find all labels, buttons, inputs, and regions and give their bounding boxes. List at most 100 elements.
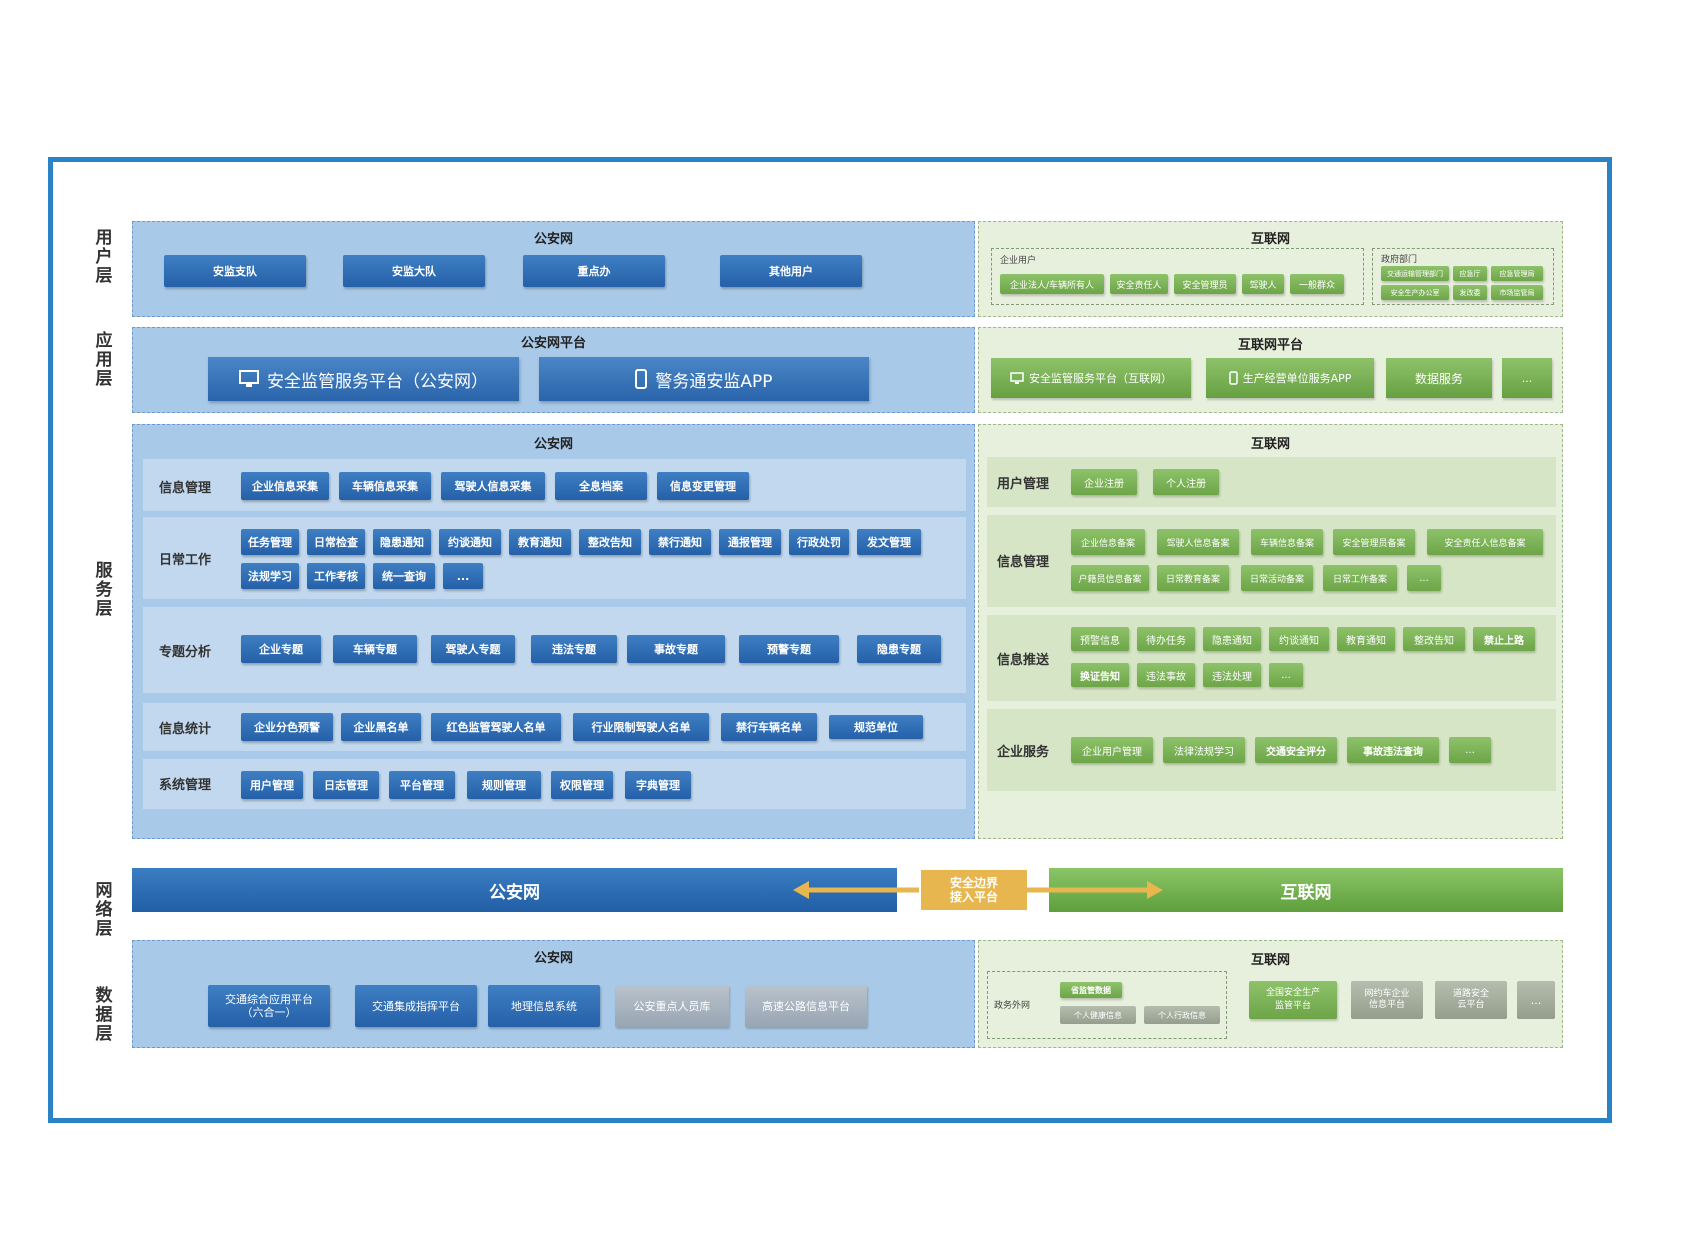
service-item[interactable]: 日常活动备案 <box>1241 565 1313 591</box>
service-item[interactable]: 安全管理员备案 <box>1333 529 1415 555</box>
service-item[interactable]: 安全责任人信息备案 <box>1427 529 1543 555</box>
service-item[interactable]: 日志管理 <box>313 771 379 799</box>
service-item[interactable]: 违法处理 <box>1203 663 1261 687</box>
service-item[interactable]: 违法专题 <box>531 635 617 663</box>
service-item[interactable]: 车辆专题 <box>333 635 417 663</box>
service-item[interactable]: 红色监管驾驶人名单 <box>431 713 561 741</box>
data-source-item[interactable]: 网约车企业 信息平台 <box>1351 981 1423 1019</box>
service-item[interactable]: 权限管理 <box>551 771 613 799</box>
service-item[interactable]: 发文管理 <box>857 529 921 555</box>
service-item[interactable]: 整改告知 <box>579 529 641 555</box>
service-item[interactable]: 企业分色预警 <box>241 713 333 741</box>
service-item-more[interactable]: ... <box>1269 663 1303 687</box>
enterprise-user-item[interactable]: 企业法人/车辆所有人 <box>1000 274 1104 294</box>
service-item[interactable]: 平台管理 <box>389 771 455 799</box>
data-source-item[interactable]: 高速公路信息平台 <box>745 985 867 1027</box>
service-item[interactable]: 整改告知 <box>1403 627 1465 651</box>
data-source-item-more[interactable]: ... <box>1517 981 1555 1019</box>
data-source-item[interactable]: 交通综合应用平台 （六合一） <box>208 985 330 1027</box>
service-item[interactable]: 待办任务 <box>1137 627 1195 651</box>
service-item[interactable]: 日常工作备案 <box>1323 565 1397 591</box>
service-item-more[interactable]: ... <box>1449 737 1491 763</box>
data-source-item[interactable]: 全国安全生产 监管平台 <box>1249 981 1337 1019</box>
service-item[interactable]: 预警专题 <box>739 635 839 663</box>
service-item[interactable]: 隐患通知 <box>1203 627 1261 651</box>
user-item[interactable]: 其他用户 <box>720 255 862 287</box>
service-item[interactable]: 隐患专题 <box>857 635 941 663</box>
service-item[interactable]: 规则管理 <box>467 771 541 799</box>
service-item[interactable]: 企业信息采集 <box>241 472 329 500</box>
service-item[interactable]: 约谈通知 <box>1269 627 1329 651</box>
service-item[interactable]: 驾驶人专题 <box>431 635 515 663</box>
service-item[interactable]: 用户管理 <box>241 771 303 799</box>
service-item[interactable]: 户籍员信息备案 <box>1071 565 1149 591</box>
app-data-service-button[interactable]: 数据服务 <box>1386 358 1492 398</box>
service-item[interactable]: 规范单位 <box>829 715 923 739</box>
app-internet-platform-button[interactable]: 安全监管服务平台（互联网） <box>991 358 1191 398</box>
gov-user-item[interactable]: 交通运输管理部门 <box>1381 266 1449 281</box>
service-item[interactable]: 工作考核 <box>307 563 365 589</box>
app-police-mobile-button[interactable]: 警务通安监APP <box>539 357 869 401</box>
service-item[interactable]: 换证告知 <box>1071 663 1129 687</box>
service-item[interactable]: 交通安全评分 <box>1255 737 1337 763</box>
data-source-item[interactable]: 公安重点人员库 <box>615 985 729 1027</box>
service-item[interactable]: 字典管理 <box>625 771 691 799</box>
service-item[interactable]: 行政处罚 <box>789 529 849 555</box>
data-source-item[interactable]: 省监管数据 <box>1060 982 1122 998</box>
service-item[interactable]: 法律法规学习 <box>1163 737 1245 763</box>
enterprise-user-item[interactable]: 驾驶人 <box>1242 274 1284 294</box>
service-item[interactable]: 违法事故 <box>1137 663 1195 687</box>
service-item[interactable]: 企业专题 <box>241 635 321 663</box>
service-item[interactable]: 事故违法查询 <box>1347 737 1439 763</box>
service-item[interactable]: 通报管理 <box>719 529 781 555</box>
service-item[interactable]: 日常教育备案 <box>1157 565 1229 591</box>
service-item[interactable]: 禁行通知 <box>649 529 711 555</box>
service-item[interactable]: 行业限制驾驶人名单 <box>573 713 709 741</box>
enterprise-user-item[interactable]: 安全责任人 <box>1110 274 1168 294</box>
service-item[interactable]: 企业黑名单 <box>341 713 421 741</box>
service-item[interactable]: 日常检查 <box>307 529 365 555</box>
service-item[interactable]: 驾驶人信息采集 <box>441 472 545 500</box>
service-item[interactable]: 车辆信息备案 <box>1251 529 1323 555</box>
data-source-item[interactable]: 个人健康信息 <box>1060 1006 1136 1024</box>
service-item[interactable]: 教育通知 <box>1337 627 1395 651</box>
app-internet-mobile-button[interactable]: 生产经营单位服务APP <box>1206 358 1374 398</box>
service-item[interactable]: 事故专题 <box>627 635 725 663</box>
service-item[interactable]: 预警信息 <box>1071 627 1129 651</box>
app-more-button[interactable]: ... <box>1502 358 1552 398</box>
service-item[interactable]: 禁行车辆名单 <box>721 713 817 741</box>
gov-user-item[interactable]: 应急管理局 <box>1491 266 1543 281</box>
data-source-item[interactable]: 地理信息系统 <box>488 985 600 1027</box>
service-item[interactable]: 驾驶人信息备案 <box>1157 529 1239 555</box>
gov-user-item[interactable]: 市场监管局 <box>1491 285 1543 300</box>
row-label: 日常工作 <box>159 553 212 568</box>
app-police-platform-button[interactable]: 安全监管服务平台（公安网） <box>208 357 519 401</box>
service-item[interactable]: 教育通知 <box>509 529 571 555</box>
enterprise-user-item[interactable]: 安全管理员 <box>1174 274 1236 294</box>
service-item[interactable]: 统一查询 <box>373 563 435 589</box>
service-item[interactable]: 企业注册 <box>1071 469 1137 495</box>
service-item[interactable]: 约谈通知 <box>439 529 501 555</box>
service-item-more[interactable]: ... <box>1407 565 1441 591</box>
service-item[interactable]: 车辆信息采集 <box>339 472 431 500</box>
service-item[interactable]: 禁止上路 <box>1473 627 1535 651</box>
service-item[interactable]: 个人注册 <box>1153 469 1219 495</box>
data-source-item[interactable]: 交通集成指挥平台 <box>355 985 477 1027</box>
user-item[interactable]: 安监支队 <box>164 255 306 287</box>
service-item[interactable]: 全息档案 <box>555 472 647 500</box>
service-item[interactable]: 法规学习 <box>241 563 299 589</box>
data-source-item[interactable]: 道路安全 云平台 <box>1435 981 1507 1019</box>
enterprise-user-item[interactable]: 一般群众 <box>1290 274 1344 294</box>
service-item[interactable]: 企业信息备案 <box>1071 529 1145 555</box>
service-item[interactable]: 企业用户管理 <box>1071 737 1153 763</box>
user-item[interactable]: 重点办 <box>523 255 665 287</box>
service-item-more[interactable]: ... <box>443 563 483 589</box>
user-item[interactable]: 安监大队 <box>343 255 485 287</box>
service-item[interactable]: 任务管理 <box>241 529 299 555</box>
service-item[interactable]: 信息变更管理 <box>657 472 749 500</box>
data-source-item[interactable]: 个人行政信息 <box>1144 1006 1220 1024</box>
gov-user-item[interactable]: 应急厅 <box>1453 266 1487 281</box>
gov-user-item[interactable]: 安全生产办公室 <box>1381 285 1449 300</box>
service-item[interactable]: 隐患通知 <box>373 529 431 555</box>
gov-user-item[interactable]: 发改委 <box>1453 285 1487 300</box>
